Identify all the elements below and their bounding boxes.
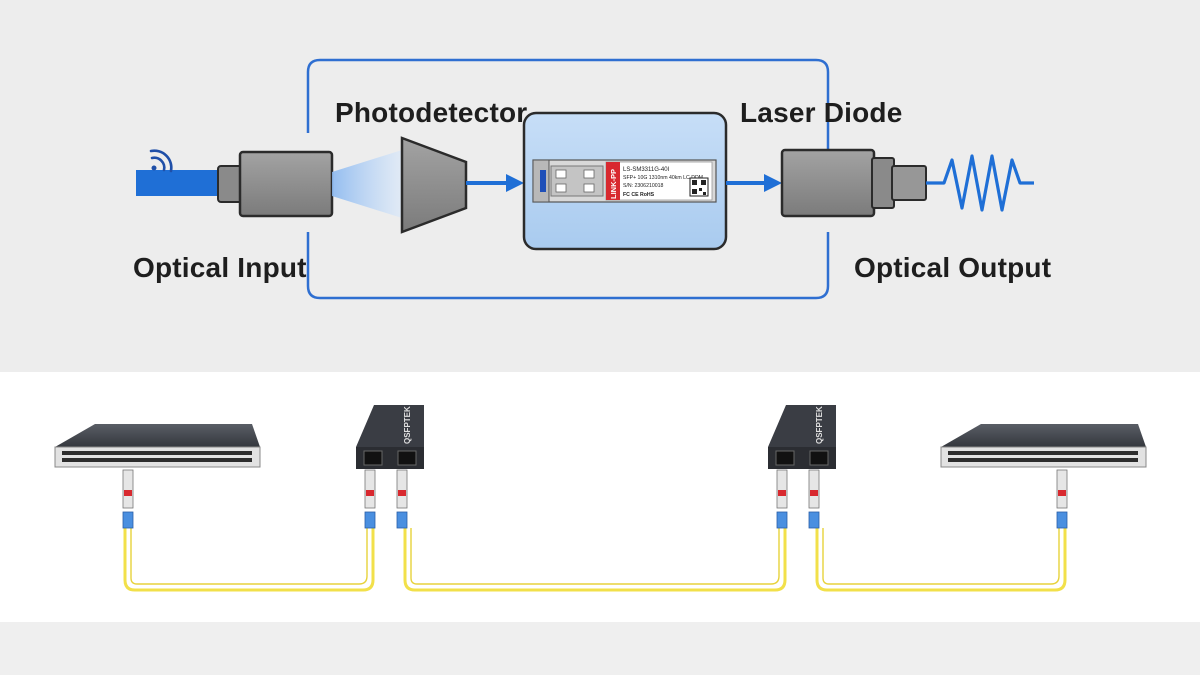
module-brand: LINK-PP bbox=[609, 169, 618, 199]
arrow-right-icon bbox=[466, 174, 524, 192]
converter-brand-left: QSFPTEK bbox=[403, 406, 412, 444]
network-switch-left bbox=[54, 424, 261, 468]
media-converter-right: QSFPTEK bbox=[768, 405, 836, 469]
sine-wave-icon bbox=[926, 154, 1034, 212]
laser-diode-connector bbox=[780, 148, 927, 218]
sfp-plug-icon bbox=[364, 469, 376, 529]
optical-input-label: Optical Input bbox=[133, 252, 307, 283]
input-fiber bbox=[136, 170, 222, 196]
network-topology-panel bbox=[0, 372, 1200, 622]
sfp-plug-icon bbox=[808, 469, 820, 529]
network-switch-right bbox=[940, 424, 1147, 468]
photodetector-label: Photodetector bbox=[335, 97, 528, 128]
signal-waves-icon bbox=[149, 149, 173, 173]
arrow-right-icon bbox=[726, 174, 782, 192]
module-spec: SFP+ 10G 1310nm 40km LC DDM bbox=[623, 175, 703, 181]
optical-output-label: Optical Output bbox=[854, 252, 1052, 283]
module-model: LS-SM3311G-40I bbox=[623, 167, 670, 173]
footer-strip bbox=[0, 622, 1200, 675]
sfp-plug-icon bbox=[1056, 469, 1068, 529]
patch-cables bbox=[123, 528, 1067, 592]
sfp-plug-icon bbox=[776, 469, 788, 529]
processing-frame bbox=[306, 58, 830, 300]
module-serial: S/N: 2306210018 bbox=[623, 183, 663, 189]
transceivers bbox=[122, 469, 1068, 529]
sfp-transceiver: LINK-PP LS-SM3311G-40I SFP+ 10G 1310nm 4… bbox=[532, 159, 717, 203]
sfp-plug-icon bbox=[396, 469, 408, 529]
module-certifications: FC CE RoHS bbox=[623, 192, 655, 198]
media-converter-left: QSFPTEK bbox=[356, 405, 424, 469]
qr-code-icon bbox=[689, 177, 709, 197]
light-beam bbox=[332, 150, 402, 218]
photodetector-body bbox=[400, 136, 468, 234]
converter-brand-right: QSFPTEK bbox=[815, 406, 824, 444]
sfp-plug-icon bbox=[122, 469, 134, 529]
laser-diode-label: Laser Diode bbox=[740, 97, 903, 128]
input-connector bbox=[217, 150, 334, 218]
